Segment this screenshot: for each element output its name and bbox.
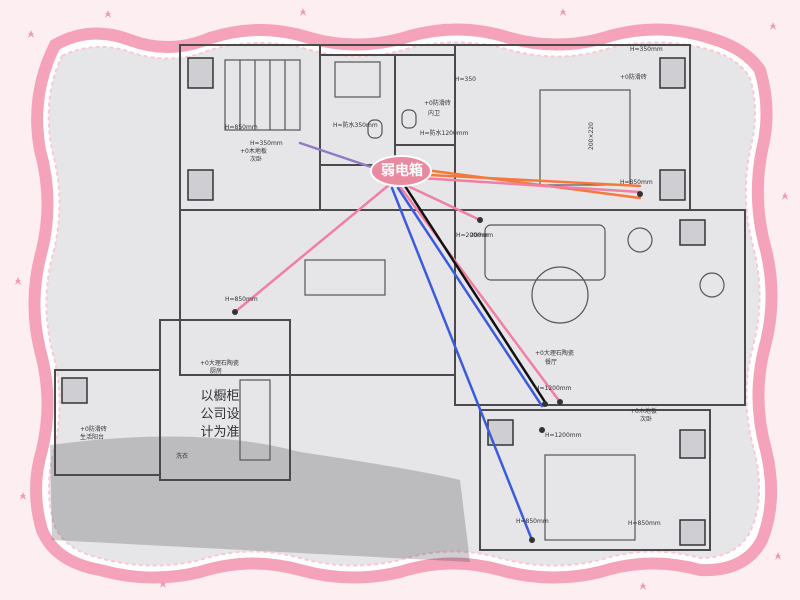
star-9 <box>160 580 166 588</box>
socket-1 <box>232 309 238 315</box>
annotation-t20: +0大理石陶瓷 <box>535 350 574 357</box>
wire-orange-master-b <box>408 172 642 188</box>
wire-purple-bath <box>298 141 382 172</box>
star-10 <box>640 582 646 590</box>
annotation-t4: H=350mm <box>250 140 283 147</box>
wire-blue-b <box>396 186 544 408</box>
window-c <box>659 57 686 89</box>
cabinet-note-line-1: 以橱柜 <box>200 389 240 404</box>
annotation-t19: 洗衣 <box>176 453 189 460</box>
hub-marker <box>370 155 432 187</box>
decorative-stars <box>15 8 788 590</box>
socket-6 <box>529 537 535 543</box>
master-bed <box>539 89 631 186</box>
annotation-t26: H=850mm <box>628 520 661 527</box>
windows <box>61 57 706 546</box>
star-8 <box>20 492 26 500</box>
star-7 <box>15 277 21 285</box>
master-bed-size: 200×220 <box>588 122 595 150</box>
sofa <box>484 224 606 281</box>
round-plant <box>699 272 725 298</box>
cabinet-note: 以橱柜 公司设 计为准 <box>195 388 245 442</box>
annotation-t10: H=350mm <box>630 46 663 53</box>
cabinet-note-line-2: 公司设 <box>200 407 240 422</box>
socket-2 <box>477 217 483 223</box>
star-1 <box>28 30 34 38</box>
annotation-t9: 内卫 <box>428 110 441 117</box>
wire-pink-living <box>393 178 562 404</box>
socket-5 <box>542 401 548 407</box>
sockets <box>232 191 643 543</box>
socket-3 <box>557 399 563 405</box>
star-2 <box>105 10 111 18</box>
wall-dining <box>179 209 456 376</box>
wall-south-bedroom <box>479 409 711 551</box>
wiring <box>233 141 642 542</box>
kitchen-counter <box>239 379 271 461</box>
stair-block <box>224 59 301 131</box>
annotation-t17: +0防滑砖 <box>80 426 107 433</box>
star-4 <box>560 8 566 16</box>
annotation-t5: H=防水350mm <box>333 122 378 129</box>
annotation-t1: H=850mm <box>225 124 258 131</box>
coffee-table <box>531 266 589 324</box>
wire-pink-master <box>418 176 642 194</box>
dining-table <box>304 259 386 296</box>
annotation-t21: 餐厅 <box>545 359 558 366</box>
wire-pink-bedroom <box>233 178 397 314</box>
shower-tiles <box>334 61 381 98</box>
annotation-t24: +0木地板 <box>630 408 657 415</box>
floor-plan <box>54 44 746 551</box>
socket-4 <box>637 191 643 197</box>
annotation-t12: H=850mm <box>620 179 653 186</box>
annotation-t11: +0防滑砖 <box>620 74 647 81</box>
window-a <box>187 57 214 89</box>
stair-lines <box>239 60 286 130</box>
annotation-t8: +0防滑砖 <box>424 100 451 107</box>
annotation-t15: +0大理石陶瓷 <box>200 360 239 367</box>
annotation-t6: H=防水1200mm <box>420 130 469 137</box>
annotation-t13: H=200mm <box>456 232 489 239</box>
wire-orange-master-a <box>408 166 642 200</box>
annotation-t2: +0木地板 <box>240 148 267 155</box>
decorative-frame-inner <box>45 41 761 567</box>
star-6 <box>782 192 788 200</box>
annotation-t23: H=1200mm <box>545 432 582 439</box>
toilet-1 <box>367 119 383 139</box>
star-5 <box>770 22 776 30</box>
annotation-t27: H=850mm <box>516 518 549 525</box>
window-g <box>679 519 706 546</box>
wire-pink-living-tv <box>393 178 482 222</box>
annotation-t16: 厨房 <box>210 368 223 375</box>
wire-blue-a <box>390 186 534 542</box>
annotation-t25: 次卧 <box>640 416 653 423</box>
socket-7 <box>539 427 545 433</box>
annotation-t22: H=1200mm <box>535 385 572 392</box>
star-11 <box>775 552 781 560</box>
window-e <box>679 219 706 246</box>
photo-shadow <box>50 436 470 562</box>
south-bed <box>544 454 636 541</box>
annotation-t7: H=350 <box>455 76 476 83</box>
window-h <box>61 377 88 404</box>
furniture <box>224 59 725 541</box>
hub-label: 弱电箱 <box>381 163 423 179</box>
wall-balcony <box>54 369 161 476</box>
annotation-t14: H=850mm <box>225 296 258 303</box>
annotation-t3: 次卧 <box>250 156 263 163</box>
toilet-2 <box>401 109 417 129</box>
armchair <box>627 227 653 253</box>
window-f <box>679 429 706 459</box>
annotation-t28: 200mm <box>470 232 494 239</box>
window-b <box>187 169 214 201</box>
window-d <box>659 169 686 201</box>
wire-black-south <box>403 184 547 404</box>
star-3 <box>300 8 306 16</box>
cabinet-note-line-3: 计为准 <box>200 425 240 440</box>
annotation-t18: 生活阳台 <box>80 434 105 441</box>
